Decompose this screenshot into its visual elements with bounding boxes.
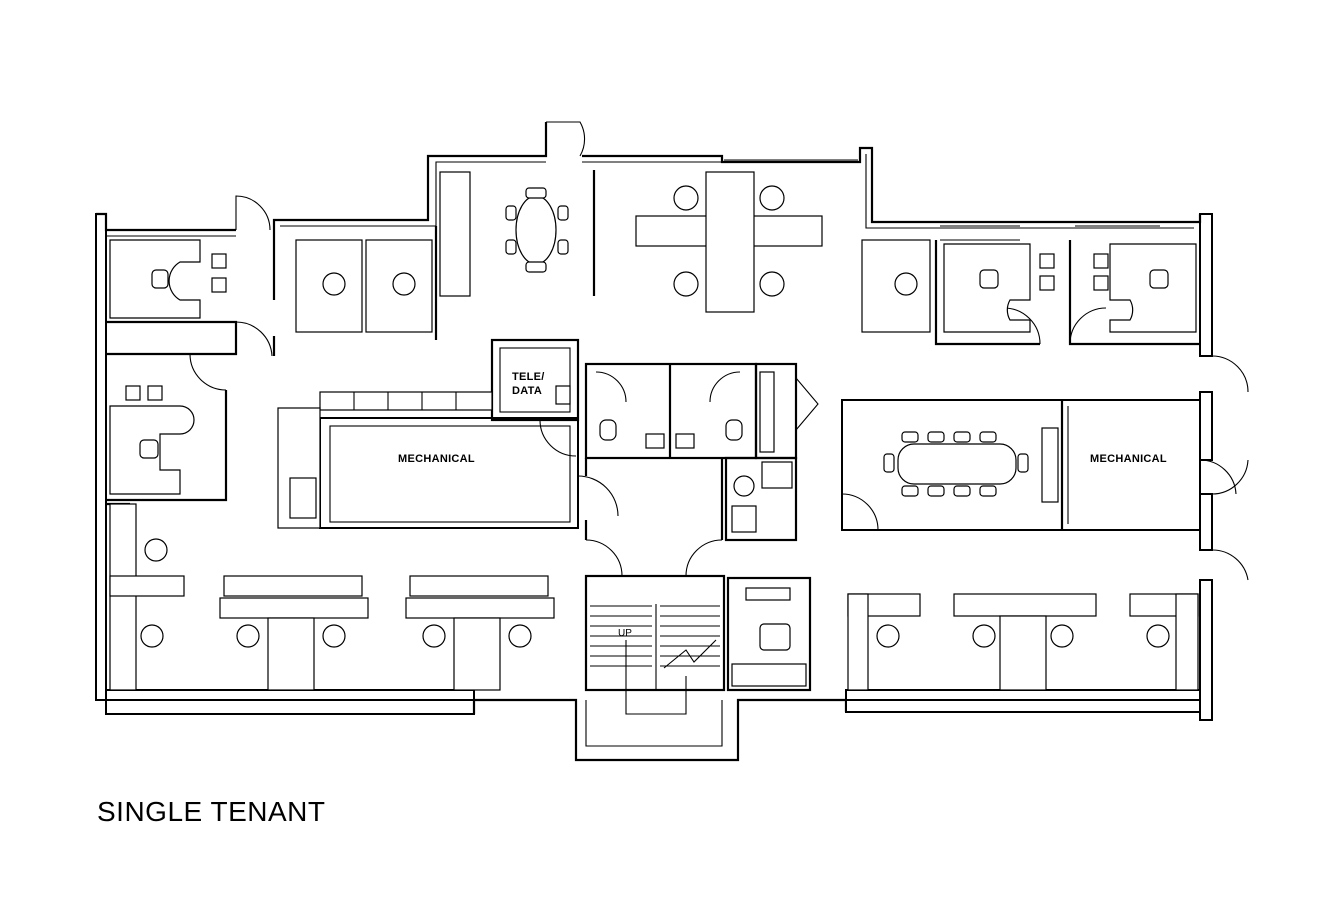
door-swing <box>1211 549 1249 581</box>
door-swing <box>1069 307 1107 345</box>
door-swing <box>539 419 577 457</box>
door-swing <box>546 121 586 157</box>
furniture <box>109 171 1199 691</box>
exterior-walls <box>95 122 1213 762</box>
door-swing <box>1199 459 1237 495</box>
stair-label: UP <box>618 628 632 639</box>
door-swing <box>709 371 741 403</box>
plan-title: SINGLE TENANT <box>97 796 326 827</box>
tele-data-panel <box>555 385 571 405</box>
doors <box>189 121 1249 581</box>
door-swing <box>577 475 619 517</box>
door-swing <box>1003 307 1041 345</box>
door-swing <box>235 195 271 231</box>
door-swing <box>1211 355 1249 393</box>
door-swing <box>585 539 623 577</box>
door-swing <box>235 321 273 357</box>
door-swing <box>841 493 879 531</box>
room-label-mechanical-east: MECHANICAL <box>1090 453 1167 465</box>
door-swing <box>189 353 227 391</box>
stair: UP <box>590 604 720 715</box>
room-label-mechanical-center: MECHANICAL <box>398 453 475 465</box>
room-label-tele: TELE/ <box>512 371 545 383</box>
door-swing <box>595 371 627 403</box>
door-swing <box>685 539 723 577</box>
door-swing <box>1211 459 1249 495</box>
room-label-data: DATA <box>512 385 542 397</box>
